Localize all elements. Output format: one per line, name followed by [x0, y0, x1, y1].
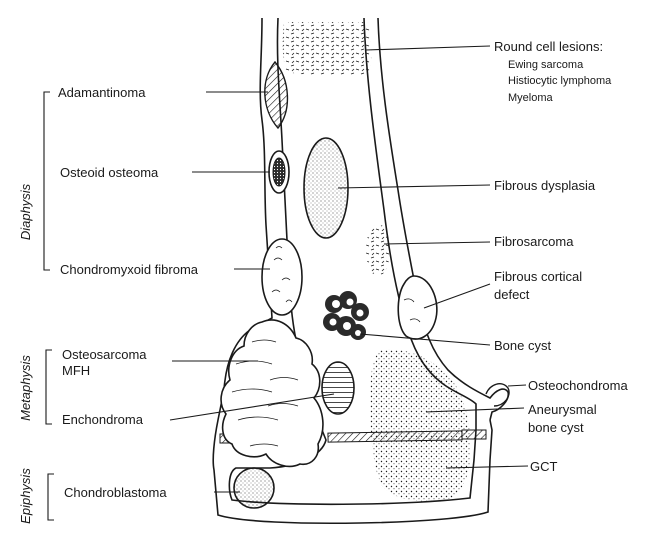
fibrous-cortical-defect-label-2: defect [494, 287, 530, 302]
round-cell-item: Ewing sarcoma [508, 59, 584, 71]
chondroblastoma-lesion [234, 468, 274, 508]
chondromyxoid-fibroma-label: Chondromyxoid fibroma [60, 262, 199, 277]
diaphysis-bracket [44, 92, 50, 270]
fibrous-cortical-defect-label: Fibrous cortical [494, 269, 582, 284]
chondroblastoma-label: Chondroblastoma [64, 485, 167, 500]
mfh-label: MFH [62, 363, 90, 378]
fibrosarcoma-lesion [366, 224, 390, 276]
aneurysmal-bone-cyst-label-2: bone cyst [528, 420, 584, 435]
enchondroma-lesion [322, 362, 354, 414]
round-cell-item: Myeloma [508, 92, 554, 104]
round-cell-lesions-label: Round cell lesions: [494, 39, 603, 54]
fibrous-cortical-defect-lesion [398, 276, 437, 339]
round-cell-lesion-area [283, 22, 372, 76]
round-cell-item: Histiocytic lymphoma [508, 75, 612, 87]
aneurysmal-bone-cyst-gct-lesion [370, 349, 470, 501]
adamantinoma-label: Adamantinoma [58, 85, 146, 100]
chondromyxoid-fibroma-lesion [262, 239, 302, 315]
diaphysis-label: Diaphysis [18, 183, 33, 240]
osteochondroma-label: Osteochondroma [528, 378, 628, 393]
aneurysmal-bone-cyst-label: Aneurysmal [528, 402, 597, 417]
metaphysis-bracket [46, 350, 52, 424]
fibrous-dysplasia-label: Fibrous dysplasia [494, 178, 596, 193]
fibrosarcoma-label: Fibrosarcoma [494, 234, 574, 249]
adamantinoma-lesion [265, 62, 288, 128]
bone-cyst-label: Bone cyst [494, 338, 551, 353]
epiphysis-bracket [48, 474, 54, 520]
osteoid-osteoma-label: Osteoid osteoma [60, 165, 159, 180]
bone-cyst-lesion [323, 291, 369, 340]
enchondroma-label: Enchondroma [62, 412, 144, 427]
epiphysis-label: Epiphysis [18, 468, 33, 524]
osteoid-osteoma-nidus [273, 158, 285, 186]
gct-label: GCT [530, 459, 558, 474]
osteosarcoma-label: Osteosarcoma [62, 347, 147, 362]
region-brackets [44, 92, 54, 520]
metaphysis-label: Metaphysis [18, 355, 33, 421]
